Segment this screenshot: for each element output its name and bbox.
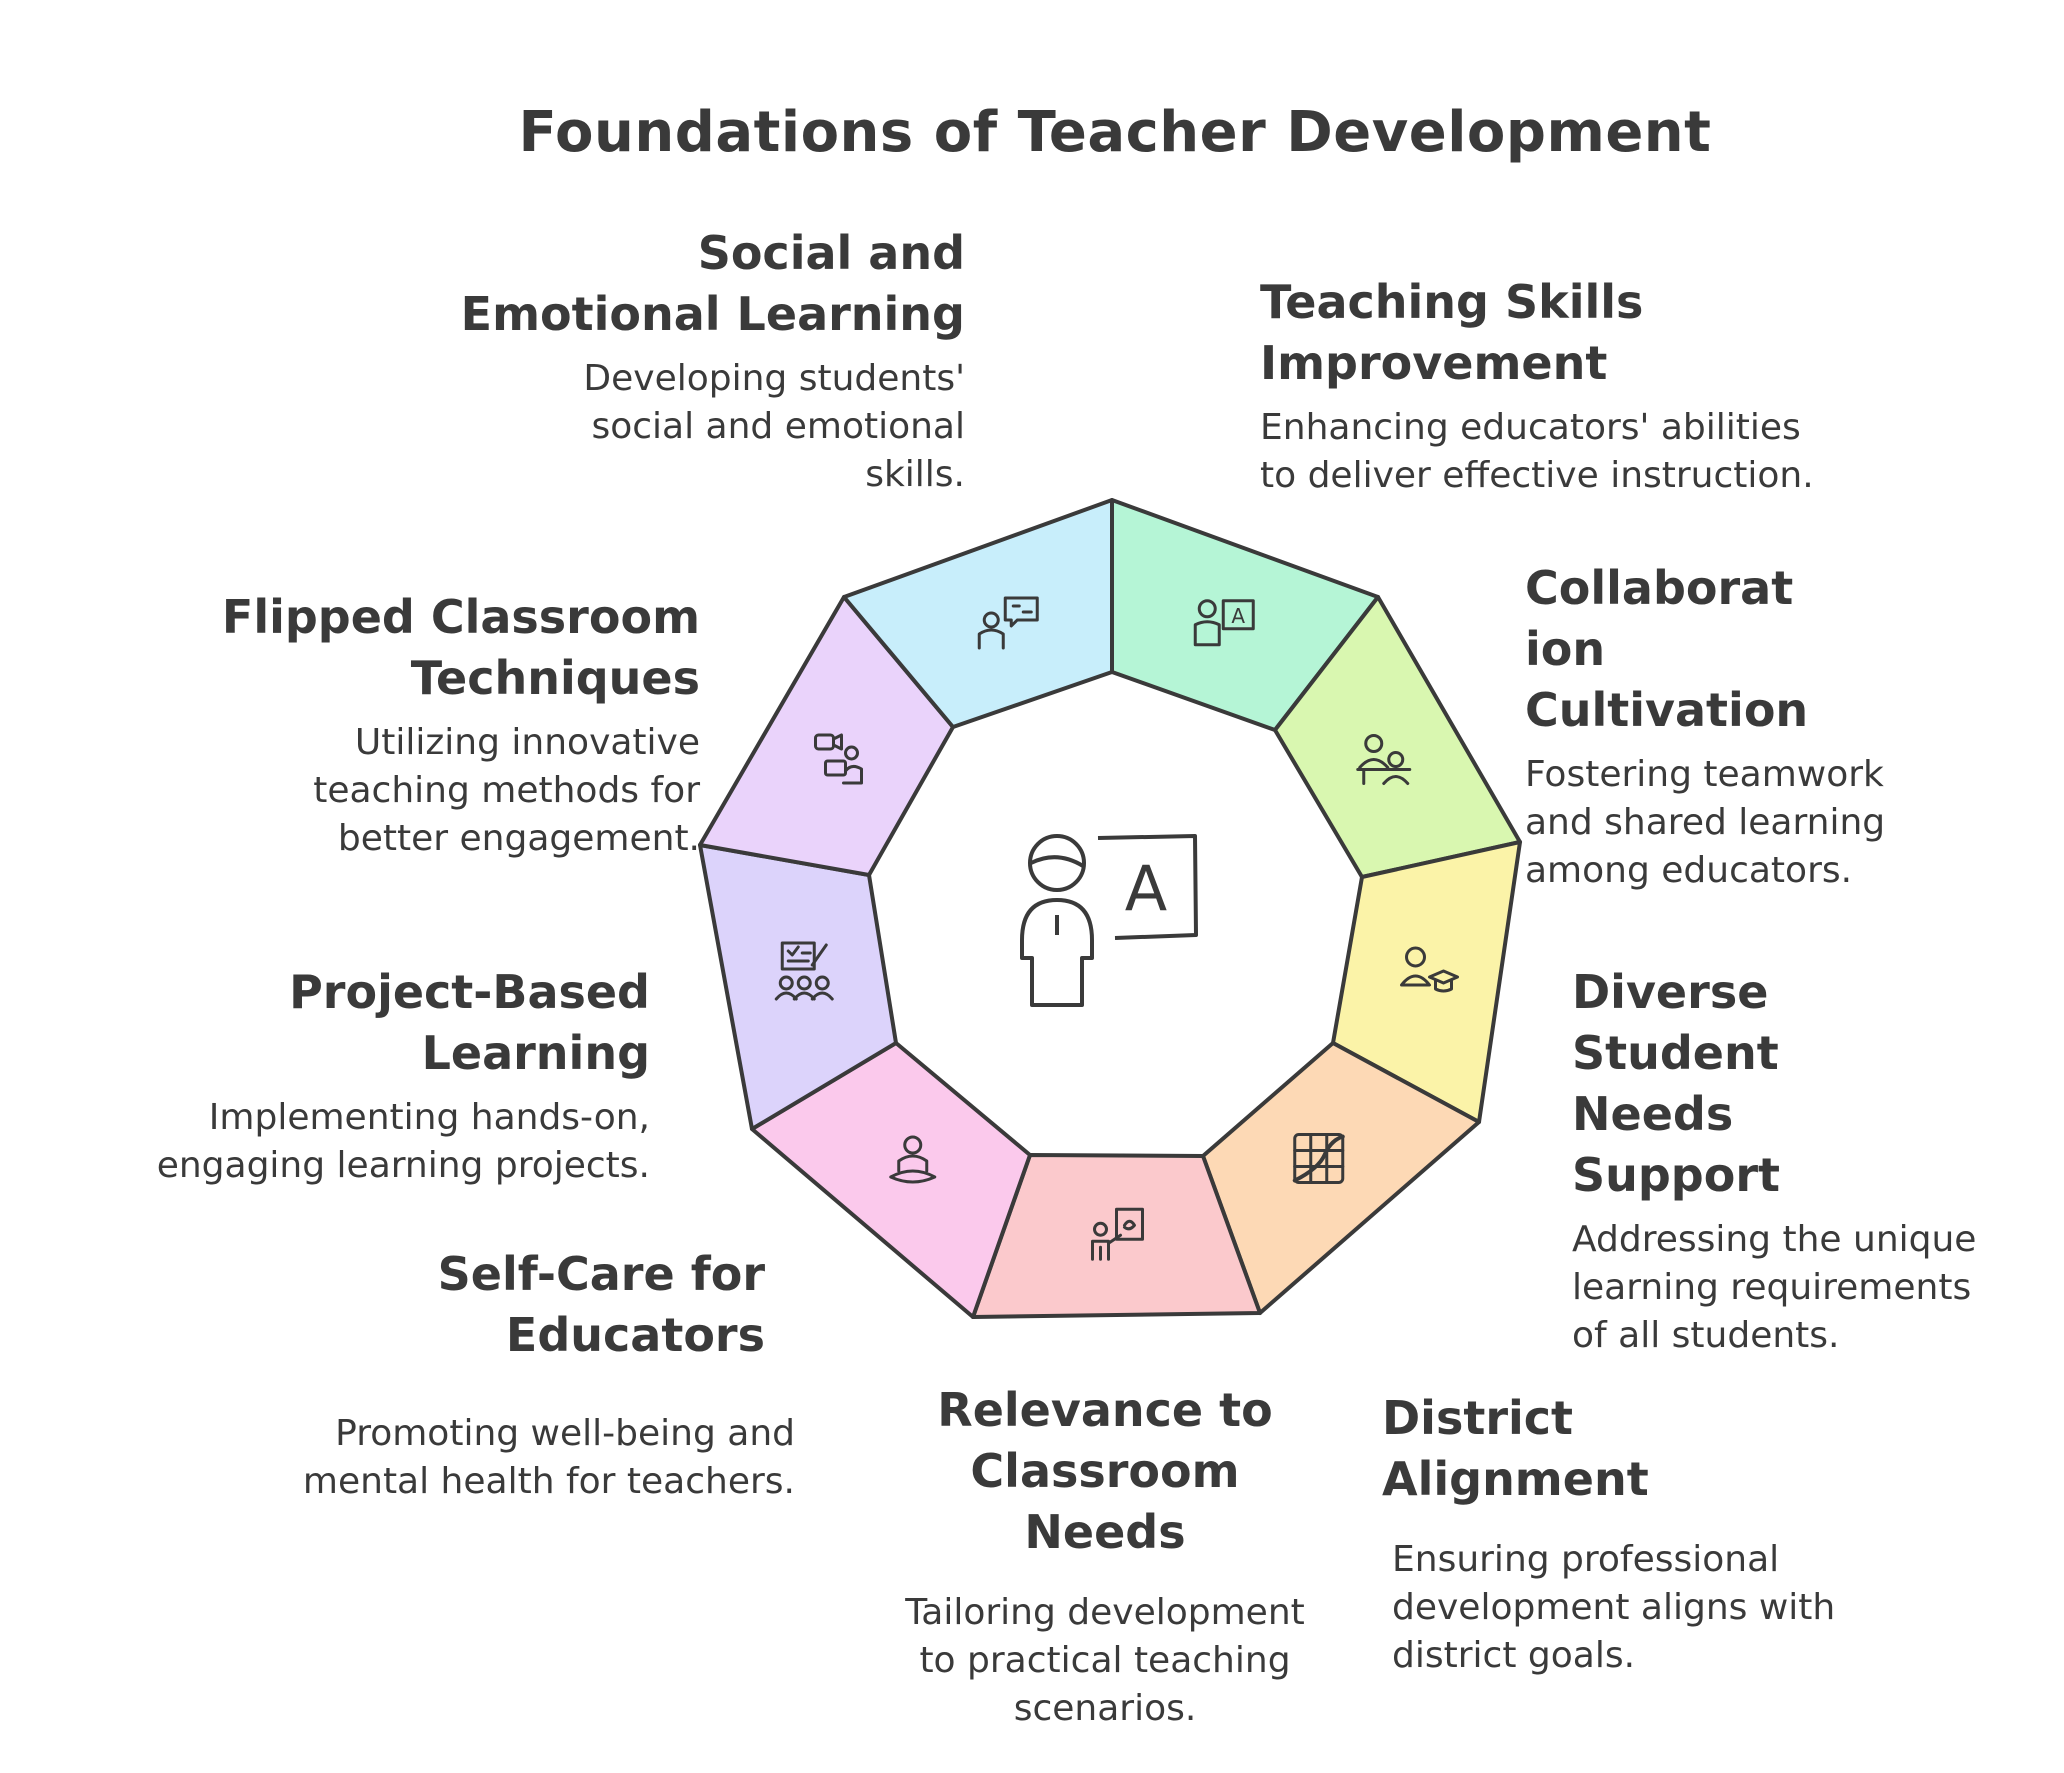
video-learning-icon — [814, 733, 863, 785]
segment-district-alignment: District Alignment Ensuring professional… — [1382, 1388, 1942, 1680]
segment-description: Addressing the unique learning requireme… — [1572, 1219, 1977, 1356]
teacher-board-icon: A — [1193, 599, 1255, 647]
segment-heading: Social and Emotional Learning — [460, 226, 965, 341]
segment-heading: Collaborat ion Cultivation — [1525, 561, 1809, 737]
segment-relevance-classroom: Relevance to Classroom Needs Tailoring d… — [870, 1380, 1340, 1733]
center-board-letter: A — [1125, 852, 1167, 925]
speech-person-icon — [977, 596, 1039, 650]
segment-description: Ensuring professional development aligns… — [1392, 1539, 1836, 1676]
segment-description: Promoting well-being and mental health f… — [302, 1413, 795, 1502]
map-grid-icon — [1292, 1133, 1345, 1184]
segment-description: Fostering teamwork and shared learning a… — [1525, 754, 1886, 891]
segment-heading: Teaching Skills Improvement — [1260, 275, 1644, 390]
segment-description: Developing students' social and emotiona… — [583, 358, 965, 495]
diagram-title: Foundations of Teacher Development — [518, 100, 1712, 165]
segment-diverse-student-needs: Diverse Student Needs Support Addressing… — [1572, 962, 2042, 1360]
segment-self-care: Self-Care for Educators Promoting well-b… — [220, 1244, 795, 1506]
segment-flipped-classroom: Flipped Classroom Techniques Utilizing i… — [180, 587, 700, 863]
segment-teaching-skills: Teaching Skills Improvement Enhancing ed… — [1260, 272, 1900, 500]
segment-description: Enhancing educators' abilities to delive… — [1260, 407, 1814, 496]
segment-heading: Flipped Classroom Techniques — [221, 590, 700, 705]
small-board-letter: A — [1231, 604, 1245, 628]
segment-heading: Self-Care for Educators — [437, 1247, 765, 1362]
ring-segment — [842, 498, 1114, 729]
segment-description: Utilizing innovative teaching methods fo… — [313, 722, 700, 859]
segment-heading: Project-Based Learning — [289, 965, 650, 1080]
segment-description: Implementing hands-on, engaging learning… — [156, 1097, 650, 1186]
segment-heading: Diverse Student Needs Support — [1572, 965, 1781, 1202]
meditation-icon — [889, 1135, 937, 1184]
group-checklist-icon — [774, 941, 834, 1001]
segment-description: Tailoring development to practical teach… — [905, 1592, 1305, 1729]
collaboration-icon — [1356, 734, 1412, 785]
segment-project-based: Project-Based Learning Implementing hand… — [100, 962, 650, 1190]
segment-collaboration: Collaborat ion Cultivation Fostering tea… — [1525, 558, 2025, 895]
student-graduate-icon — [1400, 946, 1459, 993]
presenter-board-icon — [1091, 1207, 1144, 1261]
segment-social-emotional: Social and Emotional Learning Developing… — [400, 223, 965, 499]
center-teacher-icon: A — [1020, 834, 1198, 1007]
segment-heading: District Alignment — [1382, 1391, 1649, 1506]
segment-heading: Relevance to Classroom Needs — [937, 1383, 1273, 1559]
